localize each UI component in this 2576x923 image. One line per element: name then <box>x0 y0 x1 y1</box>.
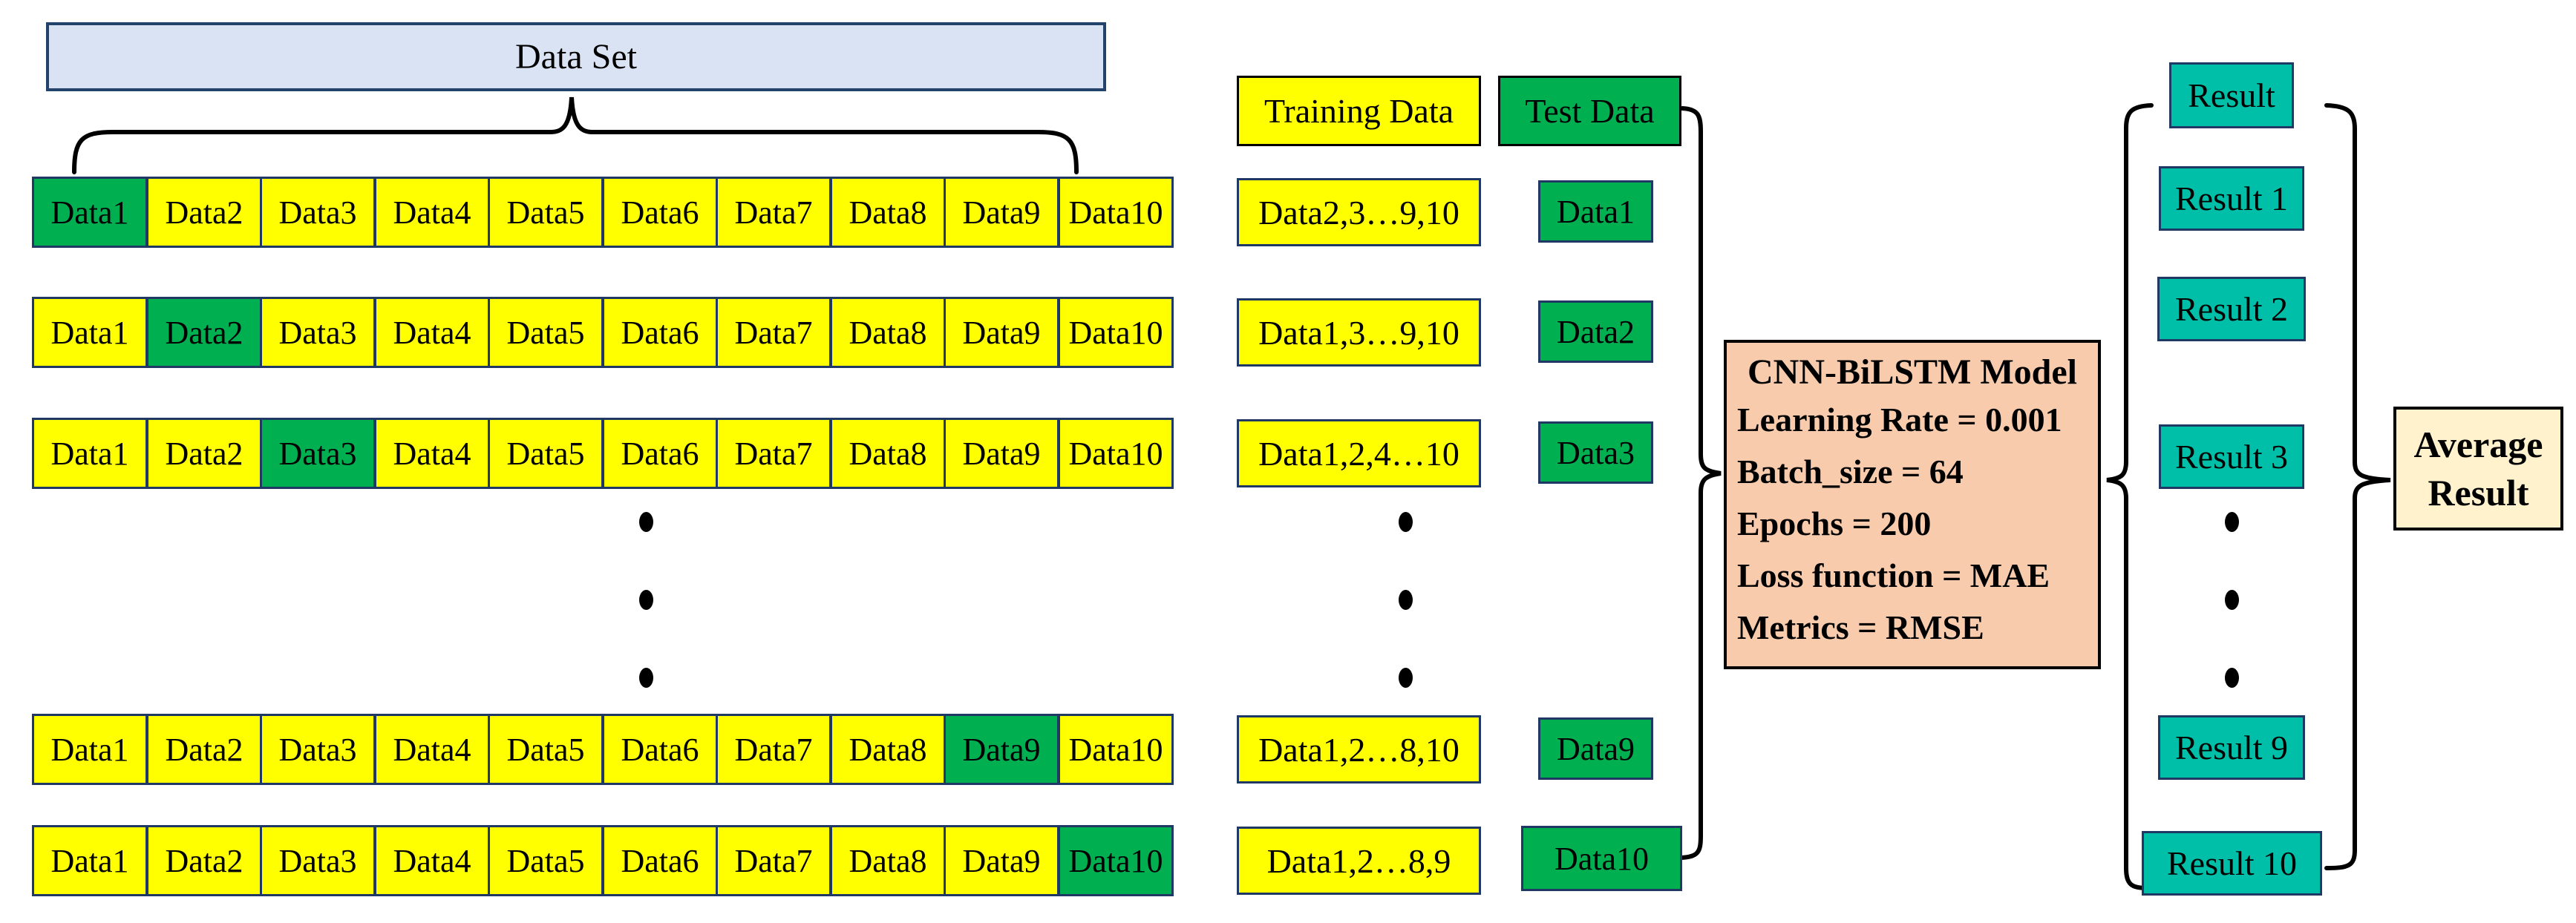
data-cell: Data5 <box>488 177 604 248</box>
ellipsis-dot <box>2225 512 2239 532</box>
test-fold-cell: Data10 <box>1058 825 1174 896</box>
data-cell: Data4 <box>374 418 490 489</box>
data-cell: Data5 <box>488 418 604 489</box>
data-cell: Data8 <box>830 418 946 489</box>
data-cell: Data9 <box>944 825 1059 896</box>
ellipsis-dot <box>1399 590 1413 610</box>
training-data-box: Data1,3…9,10 <box>1237 298 1481 367</box>
result-box: Result 10 <box>2142 831 2322 896</box>
data-cell: Data5 <box>488 825 604 896</box>
data-cell: Data4 <box>374 714 490 785</box>
result-header-box: Result <box>2169 62 2294 128</box>
data-cell: Data7 <box>716 714 831 785</box>
test-fold-cell: Data1 <box>32 177 148 248</box>
result-box: Result 9 <box>2158 715 2305 780</box>
data-cell: Data1 <box>32 825 148 896</box>
data-cell: Data1 <box>32 297 148 368</box>
ellipsis-dot <box>639 590 653 610</box>
test-data-box: Data1 <box>1538 180 1653 243</box>
dataset-brace <box>72 96 1079 174</box>
dataset-box: Data Set <box>46 22 1106 91</box>
model-title: CNN-BiLSTM Model <box>1748 352 2077 392</box>
model-param: Batch_size = 64 <box>1737 453 1964 490</box>
data-cell: Data10 <box>1058 714 1174 785</box>
data-cell: Data2 <box>146 418 262 489</box>
results-left-bracket <box>2106 103 2154 890</box>
result-box: Result 3 <box>2159 424 2304 489</box>
data-cell: Data1 <box>32 714 148 785</box>
test-data-box: Data9 <box>1538 717 1653 780</box>
data-cell: Data3 <box>260 177 376 248</box>
data-cell: Data3 <box>260 297 376 368</box>
training-data-box: Data1,2,4…10 <box>1237 419 1481 487</box>
model-param: Loss function = MAE <box>1737 556 2050 594</box>
data-cell: Data7 <box>716 418 831 489</box>
test-data-box: Data10 <box>1521 826 1682 891</box>
result-box: Result 2 <box>2157 277 2306 341</box>
training-data-box: Data2,3…9,10 <box>1237 178 1481 246</box>
testdata-bracket <box>1678 106 1722 860</box>
ellipsis-dot <box>2225 590 2239 610</box>
data-cell: Data10 <box>1058 177 1174 248</box>
data-cell: Data2 <box>146 714 262 785</box>
data-cell: Data9 <box>944 297 1059 368</box>
data-cell: Data3 <box>260 825 376 896</box>
data-cell: Data4 <box>374 297 490 368</box>
data-cell: Data5 <box>488 297 604 368</box>
data-cell: Data9 <box>944 177 1059 248</box>
data-cell: Data8 <box>830 714 946 785</box>
ellipsis-dot <box>1399 512 1413 532</box>
training-data-header: Training Data <box>1237 76 1481 146</box>
data-cell: Data2 <box>146 825 262 896</box>
data-cell: Data9 <box>944 418 1059 489</box>
test-fold-cell: Data3 <box>260 418 376 489</box>
data-cell: Data10 <box>1058 297 1174 368</box>
data-cell: Data6 <box>602 177 718 248</box>
ellipsis-dot <box>639 668 653 688</box>
model-param: Epochs = 200 <box>1737 505 1932 542</box>
data-cell: Data6 <box>602 418 718 489</box>
data-cell: Data10 <box>1058 418 1174 489</box>
data-cell: Data1 <box>32 418 148 489</box>
data-cell: Data2 <box>146 177 262 248</box>
data-cell: Data7 <box>716 825 831 896</box>
data-cell: Data7 <box>716 177 831 248</box>
results-right-bracket <box>2324 103 2391 870</box>
ellipsis-dot <box>2225 668 2239 688</box>
test-fold-cell: Data2 <box>146 297 262 368</box>
data-cell: Data4 <box>374 825 490 896</box>
training-data-box: Data1,2…8,9 <box>1237 827 1481 895</box>
model-param: Learning Rate = 0.001 <box>1737 401 2062 438</box>
test-fold-cell: Data9 <box>944 714 1059 785</box>
result-box: Result 1 <box>2159 166 2304 231</box>
data-cell: Data6 <box>602 297 718 368</box>
data-cell: Data8 <box>830 177 946 248</box>
data-cell: Data7 <box>716 297 831 368</box>
data-cell: Data4 <box>374 177 490 248</box>
test-data-box: Data3 <box>1538 421 1653 484</box>
ellipsis-dot <box>639 512 653 532</box>
test-data-header: Test Data <box>1498 76 1681 146</box>
model-param: Metrics = RMSE <box>1737 608 1984 646</box>
data-cell: Data5 <box>488 714 604 785</box>
data-cell: Data6 <box>602 714 718 785</box>
data-cell: Data3 <box>260 714 376 785</box>
test-data-box: Data2 <box>1538 300 1653 363</box>
training-data-box: Data1,2…8,10 <box>1237 715 1481 784</box>
data-cell: Data6 <box>602 825 718 896</box>
ellipsis-dot <box>1399 668 1413 688</box>
average-result-box: Average Result <box>2393 407 2563 531</box>
data-cell: Data8 <box>830 825 946 896</box>
data-cell: Data8 <box>830 297 946 368</box>
